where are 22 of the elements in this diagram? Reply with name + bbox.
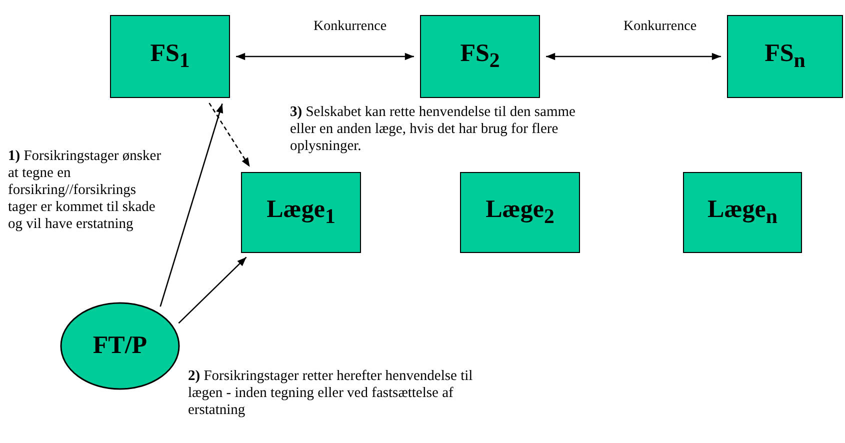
arrow	[236, 52, 414, 60]
note-text: 3) Selskabet kan rette henvendelse til den samme eller en anden læge, hvis det har brug for flere oplysninger.	[290, 104, 576, 155]
node-label: Læge$_{1}$	[266, 196, 336, 229]
arrow	[178, 256, 247, 324]
node-label: FS$_{1}$	[150, 40, 190, 73]
node-label: Læge$_{2}$	[486, 196, 554, 229]
process-box	[460, 172, 580, 253]
process-box	[420, 15, 540, 98]
node-label: FT/P	[92, 332, 148, 360]
ellipse-node	[60, 302, 180, 390]
note-text: 2) Forsikringstager retter herefter henvendelse til lægen - inden tegning eller ved fastsættelse af erstatning	[188, 368, 474, 419]
arrow	[546, 52, 721, 60]
process-box	[727, 15, 843, 98]
arrow	[208, 102, 250, 168]
node-label: FS$_{2}$	[460, 40, 500, 73]
process-box	[241, 172, 361, 253]
node-label: FS$_{n}$	[764, 40, 806, 73]
note-text: 1) Forsikringstager ønsker at tegne en forsikring//forsikrings tager er kommet til skade og vil have erstatning	[8, 148, 162, 233]
process-box	[683, 172, 802, 253]
node-label: Læge$_{n}$	[708, 196, 778, 229]
arrow	[160, 104, 224, 307]
process-box	[110, 15, 230, 98]
